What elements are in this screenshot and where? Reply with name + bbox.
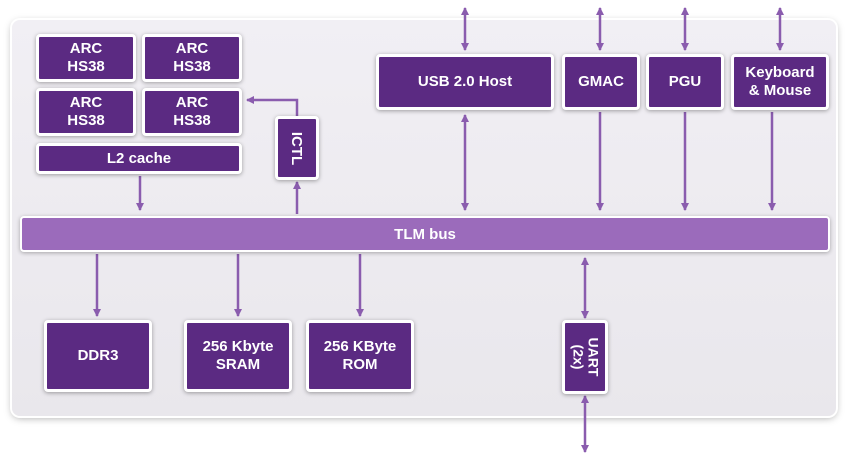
- usb-host-block: USB 2.0 Host: [376, 54, 554, 110]
- cpu-core-3: ARC HS38: [36, 88, 136, 136]
- cpu-core-label: ARC HS38: [173, 94, 211, 129]
- pgu-label: PGU: [668, 73, 702, 90]
- tlm-bus-label: TLM bus: [394, 225, 456, 243]
- ictl-label: ICTL: [288, 131, 306, 165]
- cpu-core-label: ARC HS38: [67, 94, 105, 129]
- rom-label: 256 KByte ROM: [323, 338, 397, 373]
- l2-cache-label: L2 cache: [106, 149, 172, 167]
- cpu-core-2: ARC HS38: [142, 34, 242, 82]
- tlm-bus: TLM bus: [20, 216, 830, 252]
- cpu-core-1: ARC HS38: [36, 34, 136, 82]
- gmac-block: GMAC: [562, 54, 640, 110]
- rom-block: 256 KByte ROM: [306, 320, 414, 392]
- ddr3-block: DDR3: [44, 320, 152, 392]
- sram-label: 256 Kbyte SRAM: [202, 338, 274, 373]
- usb-host-label: USB 2.0 Host: [417, 73, 513, 90]
- sram-block: 256 Kbyte SRAM: [184, 320, 292, 392]
- l2-cache: L2 cache: [36, 143, 242, 174]
- ddr3-label: DDR3: [77, 347, 119, 364]
- cpu-core-label: ARC HS38: [173, 40, 211, 75]
- gmac-label: GMAC: [578, 73, 624, 90]
- uart-block: UART (2x): [562, 320, 608, 394]
- keyboard-mouse-label: Keyboard & Mouse: [745, 64, 815, 99]
- ictl-block: ICTL: [275, 116, 319, 180]
- cpu-core-label: ARC HS38: [67, 40, 105, 75]
- uart-label: UART (2x): [569, 337, 601, 377]
- keyboard-mouse-block: Keyboard & Mouse: [731, 54, 829, 110]
- pgu-block: PGU: [646, 54, 724, 110]
- cpu-core-4: ARC HS38: [142, 88, 242, 136]
